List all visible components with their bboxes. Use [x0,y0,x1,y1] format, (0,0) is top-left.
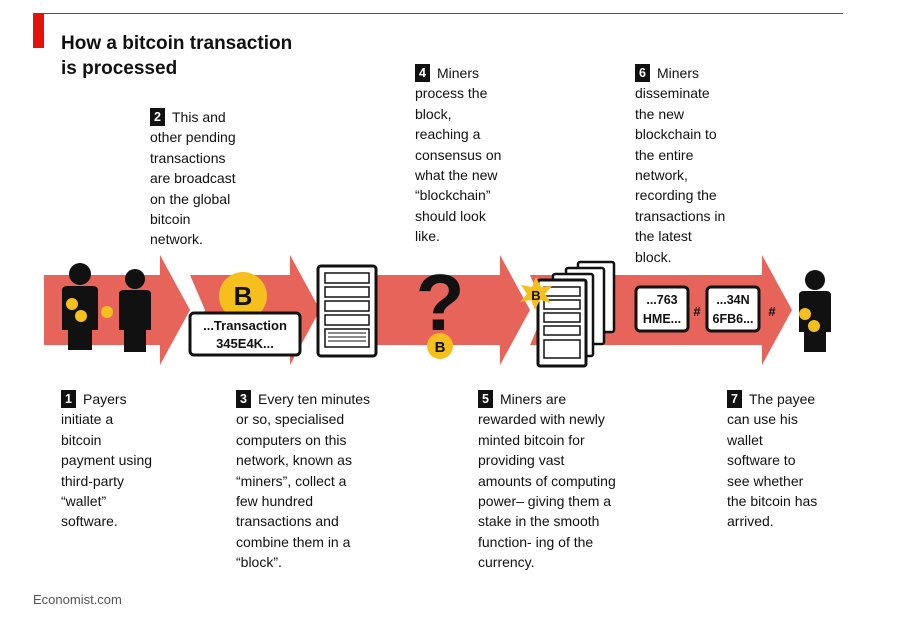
step-6-number: 6 [635,64,650,82]
block-2-line-2: 6FB6... [713,312,754,326]
step-5-text: Miners are rewarded with newly minted bi… [478,391,616,571]
step-4-number: 4 [415,64,430,82]
payer-figure-2 [119,269,151,352]
source-credit: Economist.com [33,592,122,607]
step-5-number: 5 [478,390,493,408]
bitcoin-symbol-burst: B [531,288,540,303]
question-mark-glyph: ? [416,258,465,347]
brand-red-tab [33,13,44,48]
step-1-text: Payers initiate a bitcoin payment using … [61,391,153,530]
step-1-number: 1 [61,390,76,408]
hash-symbol-2: # [768,304,776,319]
blockchain-block-1: ...763 HME... [634,285,690,333]
question-mark-icon: ? B [416,258,465,359]
block-1-line-2: HME... [643,312,681,326]
blockchain-block-2: ...34N 6FB6... [705,285,761,333]
transaction-line-1: ...Transaction [203,318,287,333]
step-3-text: Every ten minutes or so, specialised com… [236,391,371,571]
transaction-card: ...Transaction 345E4K... [188,311,302,357]
block-1-line-1: ...763 [646,293,677,307]
reward-burst-icon: B [520,277,552,310]
page-title: How a bitcoin transaction is processed [61,33,293,79]
mining-servers-icon [536,260,616,368]
step-6-text: Miners disseminate the new blockchain to… [635,65,726,265]
step-2-text: This and other pending transactions are … [150,109,236,248]
bitcoin-icon: B [219,272,267,320]
payee-figure [799,270,831,352]
step-3-number: 3 [236,390,251,408]
step-7-text: The payee can use his wallet software to… [727,391,818,530]
transaction-line-2: 345E4K... [216,336,274,351]
block-2-line-1: ...34N [716,293,749,307]
step-2-number: 2 [150,108,165,126]
step-4-text: Miners process the block, reaching a con… [415,65,502,245]
bitcoin-symbol-large: B [234,281,253,311]
top-rule [33,13,843,14]
bitcoin-coin-in-transit [101,306,113,318]
step-7-number: 7 [727,390,742,408]
bitcoin-symbol-small: B [435,339,446,356]
miner-server-icon [316,264,378,358]
payer-figure-1 [62,263,98,350]
hash-symbol-1: # [693,304,701,319]
